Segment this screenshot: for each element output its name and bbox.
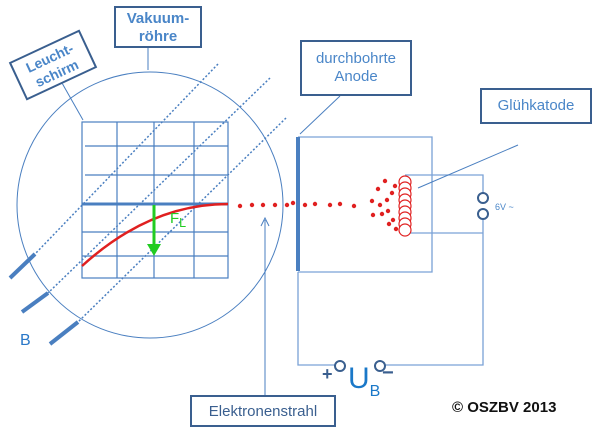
electron-dot bbox=[392, 183, 398, 189]
anode bbox=[296, 137, 300, 271]
voltage-subscript: B bbox=[369, 383, 381, 400]
cathode-coil bbox=[398, 175, 412, 237]
force-subscript: L bbox=[179, 216, 187, 230]
electron-dot bbox=[375, 186, 381, 192]
electron-dot bbox=[284, 202, 290, 208]
field-arrows bbox=[8, 252, 80, 346]
electron-dot bbox=[377, 202, 383, 208]
electron-dot bbox=[312, 201, 318, 207]
label-field: B bbox=[20, 332, 31, 349]
electron-dot bbox=[390, 217, 396, 223]
electron-dot bbox=[272, 202, 278, 208]
electron-dot bbox=[337, 201, 343, 207]
copyright: © OSZBV 2013 bbox=[452, 399, 557, 416]
electron-dot bbox=[237, 203, 243, 209]
label-voltage: UB bbox=[348, 362, 380, 400]
label-force: FL bbox=[170, 210, 186, 230]
magnetic-field-lines bbox=[34, 63, 287, 323]
label-plus: + bbox=[322, 364, 333, 384]
label-heater-voltage: 6V ~ bbox=[495, 202, 514, 212]
electron-dot bbox=[389, 190, 395, 196]
electron-dot bbox=[370, 212, 376, 218]
label-tube: Vakuum- röhre bbox=[114, 6, 202, 48]
electron-dot bbox=[382, 178, 388, 184]
electron-dot bbox=[260, 202, 266, 208]
coil-turn bbox=[398, 223, 412, 237]
label-anode: durchbohrte Anode bbox=[300, 40, 412, 96]
force-symbol: F bbox=[170, 210, 180, 227]
lorentz-force-arrow bbox=[147, 205, 161, 256]
electron-beam-dots bbox=[237, 178, 399, 232]
screen-grid bbox=[81, 121, 229, 279]
electron-dot bbox=[290, 200, 296, 206]
electron-dot bbox=[249, 202, 255, 208]
electron-dot bbox=[302, 202, 308, 208]
label-cathode: Glühkatode bbox=[480, 88, 592, 124]
electron-dot bbox=[385, 208, 391, 214]
anode-circuit bbox=[297, 136, 484, 366]
electron-dot bbox=[393, 226, 399, 232]
label-minus: − bbox=[382, 362, 394, 384]
electron-dot bbox=[351, 203, 357, 209]
electron-dot bbox=[369, 198, 375, 204]
pointer-arrows bbox=[61, 48, 519, 395]
voltage-symbol: U bbox=[348, 362, 370, 395]
terminals bbox=[334, 192, 489, 372]
electron-dot bbox=[386, 221, 392, 227]
electron-dot bbox=[327, 202, 333, 208]
electron-dot bbox=[379, 211, 385, 217]
label-beam: Elektronenstrahl bbox=[190, 395, 336, 427]
electron-dot bbox=[384, 197, 390, 203]
vacuum-tube bbox=[16, 71, 284, 339]
